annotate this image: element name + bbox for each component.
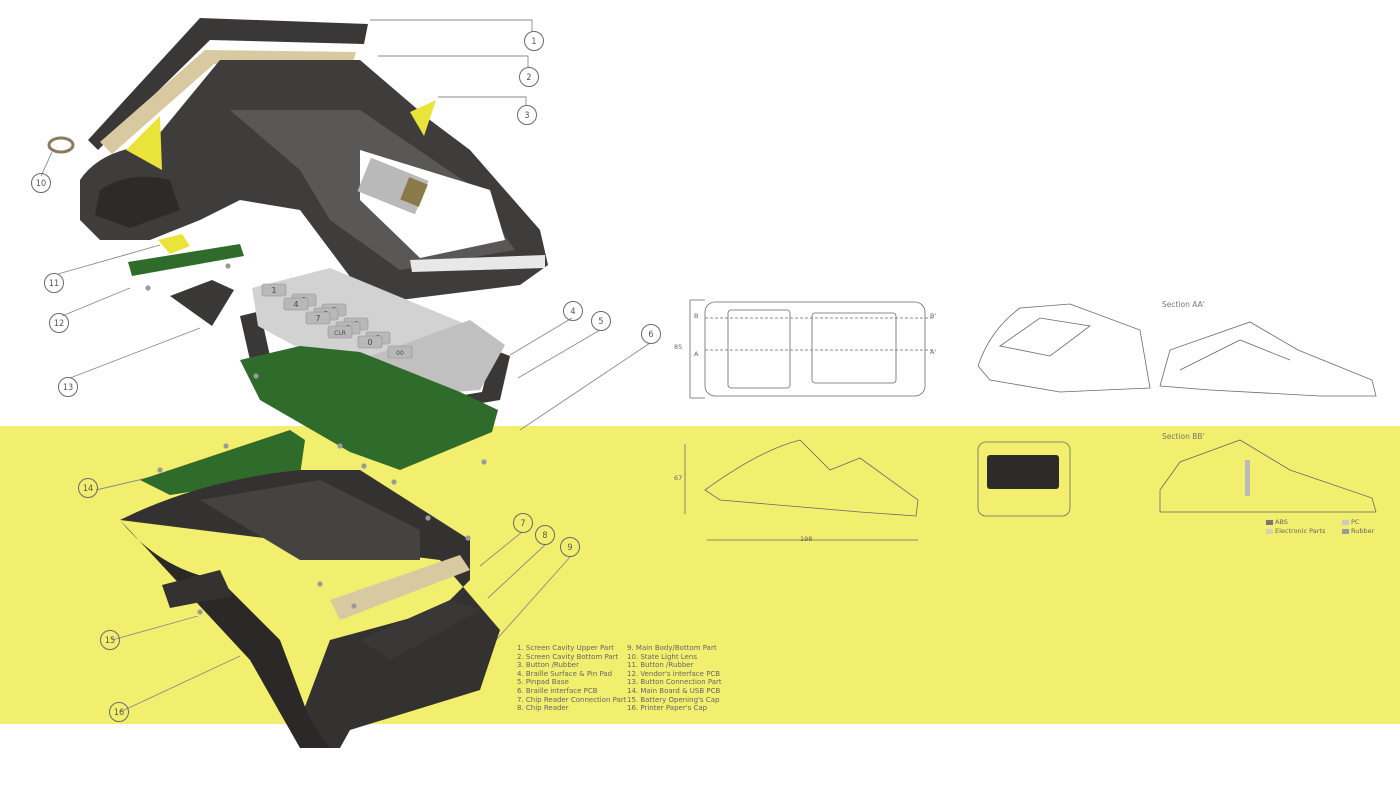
callout-3: 3 [517,105,537,125]
parts-list-item: 12. Vendor's interface PCB [627,669,721,678]
dim-width-label: 85 [674,343,683,351]
main-body-bottom [120,470,500,748]
button-connection-part [170,280,234,326]
yellow-button-left [126,116,162,170]
keypad-key [283,297,309,311]
parts-list-item: 11. Button /Rubber [627,661,694,670]
braille-interface-pcb [240,346,498,470]
parts-list-left: 1. Screen Cavity Upper Part 2. Screen Ca… [517,644,627,713]
legend-electronic: Electronic Parts [1275,527,1326,535]
section-bb-insert [1245,460,1250,496]
dim-height-label: 67 [674,474,683,482]
keypad-key [261,283,287,297]
screw [225,263,231,269]
parts-list-item: 13. Button Connection Part [627,678,722,687]
legend-rubber: Rubber [1351,527,1375,535]
screw [253,373,259,379]
legend-abs: ABS [1275,518,1288,526]
callout-12: 12 [49,313,69,333]
keypad-key-label: 1 [271,286,276,295]
parts-list-item: 3. Button /Rubber [517,661,579,670]
pc-swatch [1342,520,1349,525]
parts-list-item: 10. State Light Lens [627,652,697,661]
section-aa-title: Section AA' [1162,300,1205,309]
keypad-key-label: CLR [334,330,346,337]
keypad-key [305,311,331,325]
button-rubber-small [158,234,190,254]
callout-6: 6 [641,324,661,344]
callout-9: 9 [560,537,580,557]
keypad-key-label: 00 [396,350,404,357]
state-light-lens [47,136,75,154]
parts-list-item: 2. Screen Cavity Bottom Part [517,652,619,661]
screws [145,263,487,615]
yellow-button-right [410,100,436,136]
screw [145,285,151,291]
screw [361,463,367,469]
screw [197,609,203,615]
battery-opening-cap [162,570,232,608]
keypad-key [327,325,353,339]
parts-list-item: 15. Battery Opening's Cap [627,695,720,704]
section-bb-title: Section BB' [1162,432,1205,441]
keypad-key [387,345,413,359]
callout-7: 7 [513,513,533,533]
callout-15: 15 [100,630,120,650]
callout-5: 5 [591,311,611,331]
callout-14: 14 [78,478,98,498]
parts-list-item: 14. Main Board & USB PCB [627,686,721,695]
parts-list-item: 9. Main Body/Bottom Part [627,644,717,652]
keypad-keys: 123456789CLR000 [261,283,413,359]
front-view-screen [987,455,1059,489]
keypad-key-label: 4 [293,300,298,309]
parts-list-item: 6. Braille interface PCB [517,686,598,695]
callout-4: 4 [563,301,583,321]
keypad-key-label: 0 [367,338,372,347]
callout-13: 13 [58,377,78,397]
parts-list-item: 4. Braille Surface & Pin Pad [517,669,613,678]
parts-list-item: 8. Chip Reader [517,704,569,713]
screw [391,479,397,485]
parts-list-item: 5. Pinpad Base [517,678,569,687]
screw [317,581,323,587]
screw [337,443,343,449]
abs-swatch [1266,520,1273,525]
upper-body [80,60,548,300]
screw [465,535,471,541]
marker-b: B [694,312,699,320]
rubber-swatch [1342,529,1349,534]
callout-8: 8 [535,525,555,545]
parts-list-item: 7. Chip Reader Connection Part [517,695,627,704]
screw [157,467,163,473]
marker-a: A [694,350,699,358]
keypad-key-label: 7 [315,314,320,323]
callout-1: 1 [524,31,544,51]
parts-list-item: 1. Screen Cavity Upper Part [517,644,614,652]
screw [481,459,487,465]
marker-a-prime: A' [930,348,937,356]
callout-2: 2 [519,67,539,87]
screw [351,603,357,609]
marker-b-prime: B' [930,312,937,320]
screw [425,515,431,521]
parts-list-right: 9. Main Body/Bottom Part 10. State Light… [627,644,722,713]
parts-list-item: 16. Printer Paper's Cap [627,704,708,713]
legend-pc: PC [1351,518,1360,526]
electronic-swatch [1266,529,1273,534]
dim-length-label: 198 [800,535,813,543]
technical-drawings [684,299,1377,541]
callout-16: 16 [109,702,129,722]
vendor-pcb [128,244,244,276]
screw [223,443,229,449]
callout-11: 11 [44,273,64,293]
callout-10: 10 [31,173,51,193]
keypad-key [357,335,383,349]
